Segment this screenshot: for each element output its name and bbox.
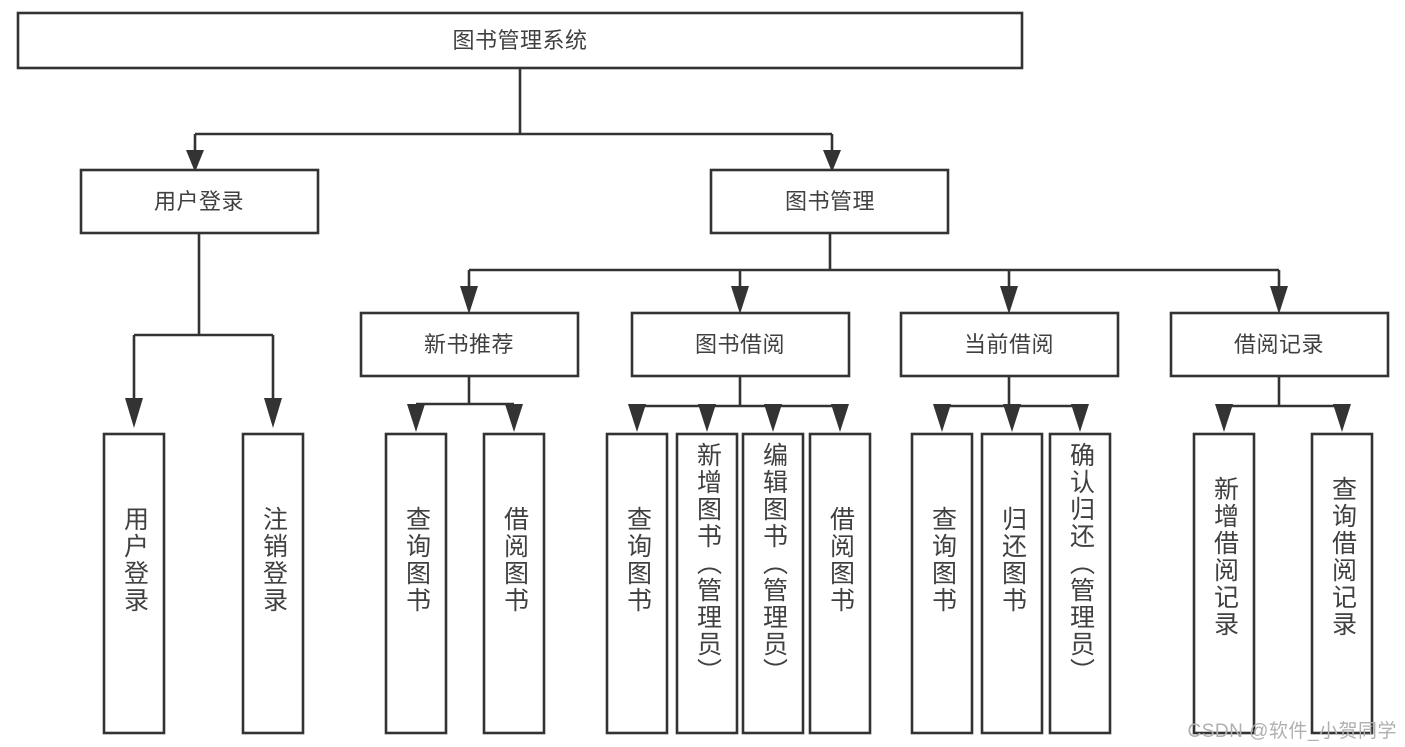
arrowhead-leaf-return-book (1003, 404, 1021, 432)
arrowhead-leaf-user-login (125, 398, 143, 428)
node-book-borrow-box[interactable] (630, 311, 851, 378)
node-borrow-record-label: 借阅记录 (1234, 332, 1324, 357)
arrowhead-leaf-logout-login (264, 398, 282, 428)
leafbox-query-record[interactable] (1310, 432, 1374, 735)
arrowhead-to-book-management (823, 150, 841, 172)
arrowhead-leaf-edit-book (764, 404, 782, 432)
arrowhead-leaf-query-record (1333, 404, 1351, 432)
arrowhead-leaf-add-record (1215, 404, 1233, 432)
leafbox-confirm-return[interactable] (1048, 432, 1112, 735)
leafbox-query-book-2[interactable] (605, 432, 669, 735)
connector-newbook-to-leaves (407, 376, 523, 432)
connector-root-to-level2 (186, 68, 841, 172)
node-root-label: 图书管理系统 (452, 28, 587, 53)
arrowhead-leaf-borrow-book-1 (505, 404, 523, 432)
node-user-login-label: 用户登录 (154, 189, 244, 214)
connector-bookborrow-to-leaves (628, 376, 849, 432)
leafbox-borrow-book-1[interactable] (482, 432, 546, 735)
connector-borrowrecord-to-leaves (1215, 376, 1351, 432)
arrowhead-leaf-query-book-2 (628, 404, 646, 432)
node-current-borrow-box[interactable] (899, 311, 1120, 378)
leafbox-add-book[interactable] (675, 432, 739, 735)
leafbox-return-book[interactable] (980, 432, 1044, 735)
node-user-login-box[interactable] (79, 168, 320, 235)
connector-userlogin-to-leaves (125, 233, 282, 428)
leafbox-edit-book[interactable] (741, 432, 805, 735)
connector-bookmanagement-to-level3 (460, 233, 1288, 314)
arrowhead-leaf-query-book-1 (407, 404, 425, 432)
leafbox-user-login[interactable] (102, 432, 166, 735)
arrowhead-leaf-borrow-book-2 (831, 404, 849, 432)
leafbox-logout-login[interactable] (241, 432, 305, 735)
connector-currentborrow-to-leaves (933, 376, 1089, 432)
node-current-borrow-label: 当前借阅 (964, 332, 1054, 357)
node-new-book-recommend-box[interactable] (359, 311, 580, 378)
leafbox-borrow-book-2[interactable] (808, 432, 872, 735)
csdn-watermark: CSDN @软件_小贺同学 (1187, 721, 1397, 742)
arrowhead-leaf-query-book-3 (933, 404, 951, 432)
arrowhead-leaf-confirm-return (1071, 404, 1089, 432)
arrowhead-to-new-book-recommend (460, 286, 478, 314)
arrowhead-to-book-borrow (731, 286, 749, 314)
node-root-box[interactable] (16, 11, 1024, 70)
leafbox-query-book-1[interactable] (384, 432, 448, 735)
node-new-book-recommend-label: 新书推荐 (424, 332, 514, 357)
node-book-management-label: 图书管理 (785, 189, 875, 214)
arrowhead-to-current-borrow (1000, 286, 1018, 314)
arrowhead-to-user-login (186, 150, 204, 172)
leafbox-query-book-3[interactable] (910, 432, 974, 735)
arrowhead-leaf-add-book (698, 404, 716, 432)
node-book-management-box[interactable] (709, 168, 950, 235)
leafbox-add-record[interactable] (1192, 432, 1256, 735)
node-borrow-record-box[interactable] (1169, 311, 1390, 378)
arrowhead-to-borrow-record (1270, 286, 1288, 314)
node-book-borrow-label: 图书借阅 (695, 332, 785, 357)
